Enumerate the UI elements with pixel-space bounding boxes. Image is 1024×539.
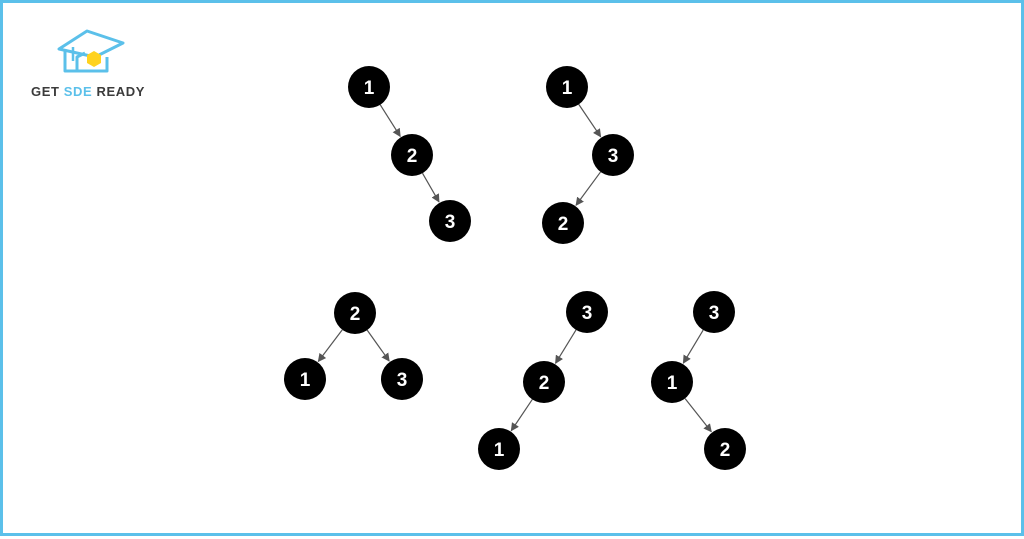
node-label: 1	[300, 370, 311, 391]
brand-wordmark: GET SDE READY	[31, 84, 145, 99]
node-circle	[704, 428, 746, 470]
node-circle	[478, 428, 520, 470]
node-label: 2	[407, 146, 418, 167]
edge-t1-n1-to-t1-n2	[379, 104, 401, 138]
edge-t5-n1-to-t5-n2	[684, 398, 712, 433]
edges-layer	[317, 104, 712, 433]
brand-logo: GET SDE READY	[31, 27, 161, 101]
node-label: 2	[720, 440, 731, 461]
tree-node-t1-n2: 2	[391, 134, 433, 176]
tree-node-t5-n2: 2	[704, 428, 746, 470]
node-label: 3	[608, 146, 619, 167]
house-graduation-cap-icon	[57, 29, 125, 73]
node-label: 2	[558, 214, 569, 235]
tree-node-t5-n1: 1	[651, 361, 693, 403]
node-circle	[546, 66, 588, 108]
tree-node-t3-n2: 2	[334, 292, 376, 334]
tree-node-t2-n3: 3	[592, 134, 634, 176]
tree-node-t3-n1: 1	[284, 358, 326, 400]
node-label: 1	[667, 373, 678, 394]
node-label: 1	[364, 78, 375, 99]
brand-word-get: GET	[31, 84, 60, 99]
edge-t4-n2-to-t4-n1	[510, 399, 533, 432]
tree-node-t3-n3: 3	[381, 358, 423, 400]
node-label: 2	[539, 373, 550, 394]
edge-t4-n3-to-t4-n2	[555, 329, 577, 364]
tree-node-t1-n1: 1	[348, 66, 390, 108]
edge-t2-n3-to-t2-n2	[575, 171, 602, 206]
node-circle	[566, 291, 608, 333]
bst-diagram: 1 2 3 1 3 2 2 1 3 3 2 1 3 1 2	[284, 66, 746, 470]
node-label: 3	[397, 370, 408, 391]
edge-t3-n2-to-t3-n3	[366, 329, 390, 362]
node-label: 3	[445, 212, 456, 233]
node-label: 3	[582, 303, 593, 324]
edge-t1-n2-to-t1-n3	[421, 172, 440, 203]
tree-node-t4-n2: 2	[523, 361, 565, 403]
nodes-layer: 1 2 3 1 3 2 2 1 3 3 2 1 3 1 2	[284, 66, 746, 470]
node-circle	[429, 200, 471, 242]
brand-word-ready: READY	[96, 84, 146, 99]
edge-t5-n3-to-t5-n1	[682, 329, 704, 364]
node-label: 2	[350, 304, 361, 325]
tree-node-t4-n3: 3	[566, 291, 608, 333]
edge-t3-n2-to-t3-n1	[317, 329, 343, 363]
node-circle	[348, 66, 390, 108]
edge-t2-n1-to-t2-n3	[578, 104, 602, 138]
node-circle	[334, 292, 376, 334]
brand-word-sde: SDE	[63, 84, 93, 99]
tree-node-t1-n3: 3	[429, 200, 471, 242]
node-circle	[693, 291, 735, 333]
node-circle	[542, 202, 584, 244]
tree-node-t5-n3: 3	[693, 291, 735, 333]
node-circle	[651, 361, 693, 403]
node-label: 1	[562, 78, 573, 99]
node-label: 3	[709, 303, 720, 324]
node-circle	[592, 134, 634, 176]
node-label: 1	[494, 440, 505, 461]
node-circle	[391, 134, 433, 176]
tree-node-t4-n1: 1	[478, 428, 520, 470]
tree-node-t2-n1: 1	[546, 66, 588, 108]
node-circle	[284, 358, 326, 400]
node-circle	[523, 361, 565, 403]
node-circle	[381, 358, 423, 400]
tree-node-t2-n2: 2	[542, 202, 584, 244]
